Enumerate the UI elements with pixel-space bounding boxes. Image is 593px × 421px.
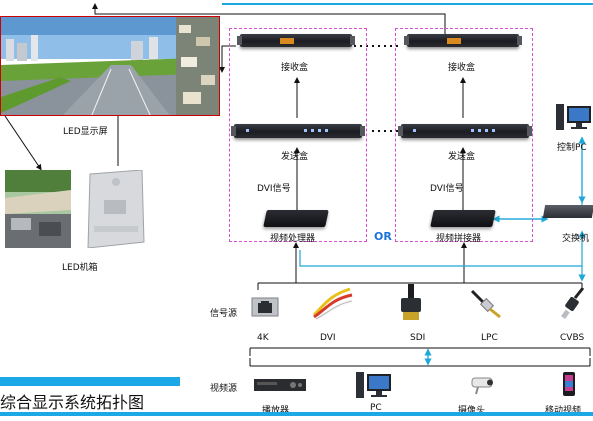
control-pc-label: 控制PC (557, 143, 587, 153)
av-cable-icon (310, 285, 354, 321)
receiver-right-label: 接收盒 (448, 63, 476, 73)
signal-source-sdi-label: SDI (410, 333, 426, 343)
cvbs-connector-icon (559, 286, 587, 320)
sender-left-device (231, 124, 365, 138)
cabinet-photo (5, 170, 71, 248)
cabinet-module-image (84, 169, 148, 249)
video-source-mobile-label: 移动视频 (545, 406, 582, 416)
sender-right-device (398, 124, 532, 138)
diagram-title: 综合显示系统拓扑图 (0, 393, 145, 412)
video-splicer-device (430, 210, 496, 227)
left-dashed-group (229, 28, 367, 242)
control-pc-icon (556, 104, 592, 134)
receiver-left-label: 接收盒 (281, 63, 309, 73)
video-source-player-label: 播放器 (262, 406, 290, 416)
lpc-connector-icon (470, 289, 502, 319)
led-screen-label: LED显示屏 (63, 127, 108, 137)
signal-source-lpc-label: LPC (481, 333, 498, 343)
cabinet-label: LED机箱 (62, 263, 98, 273)
pc-icon (356, 372, 392, 400)
signal-source-dvi-label: DVI (320, 333, 336, 343)
signal-source-label: 信号源 (210, 309, 238, 319)
bottom-accent-line (0, 412, 593, 416)
switch-device (542, 205, 593, 218)
player-icon (253, 377, 307, 393)
video-source-pc-label: PC (370, 403, 382, 413)
dvi-left-label: DVI信号 (257, 184, 291, 194)
sdi-connector-icon (396, 284, 426, 322)
video-processor-label: 视频处理器 (270, 234, 316, 244)
led-screen-image (0, 16, 220, 116)
receiver-left-device (237, 34, 355, 47)
sender-right-label: 发送盒 (448, 152, 476, 162)
camera-icon (468, 374, 496, 396)
switch-label: 交换机 (562, 234, 590, 244)
signal-source-cvbs-label: CVBS (560, 333, 585, 343)
video-processor-device (263, 210, 329, 227)
sender-left-label: 发送盒 (281, 152, 309, 162)
title-accent-band (0, 377, 180, 386)
city-street-picture (1, 17, 219, 115)
video-source-camera-label: 摄像头 (458, 406, 486, 416)
receiver-right-device (404, 34, 522, 47)
signal-source-4k-label: 4K (257, 333, 269, 343)
top-accent-line (222, 3, 593, 5)
video-source-label: 视频源 (210, 384, 238, 394)
mobile-phone-icon (562, 371, 576, 397)
right-dashed-group (395, 28, 533, 242)
or-label: OR (374, 230, 392, 243)
port-4k-icon (251, 297, 279, 317)
video-splicer-label: 视频拼接器 (436, 234, 482, 244)
dvi-right-label: DVI信号 (430, 184, 464, 194)
